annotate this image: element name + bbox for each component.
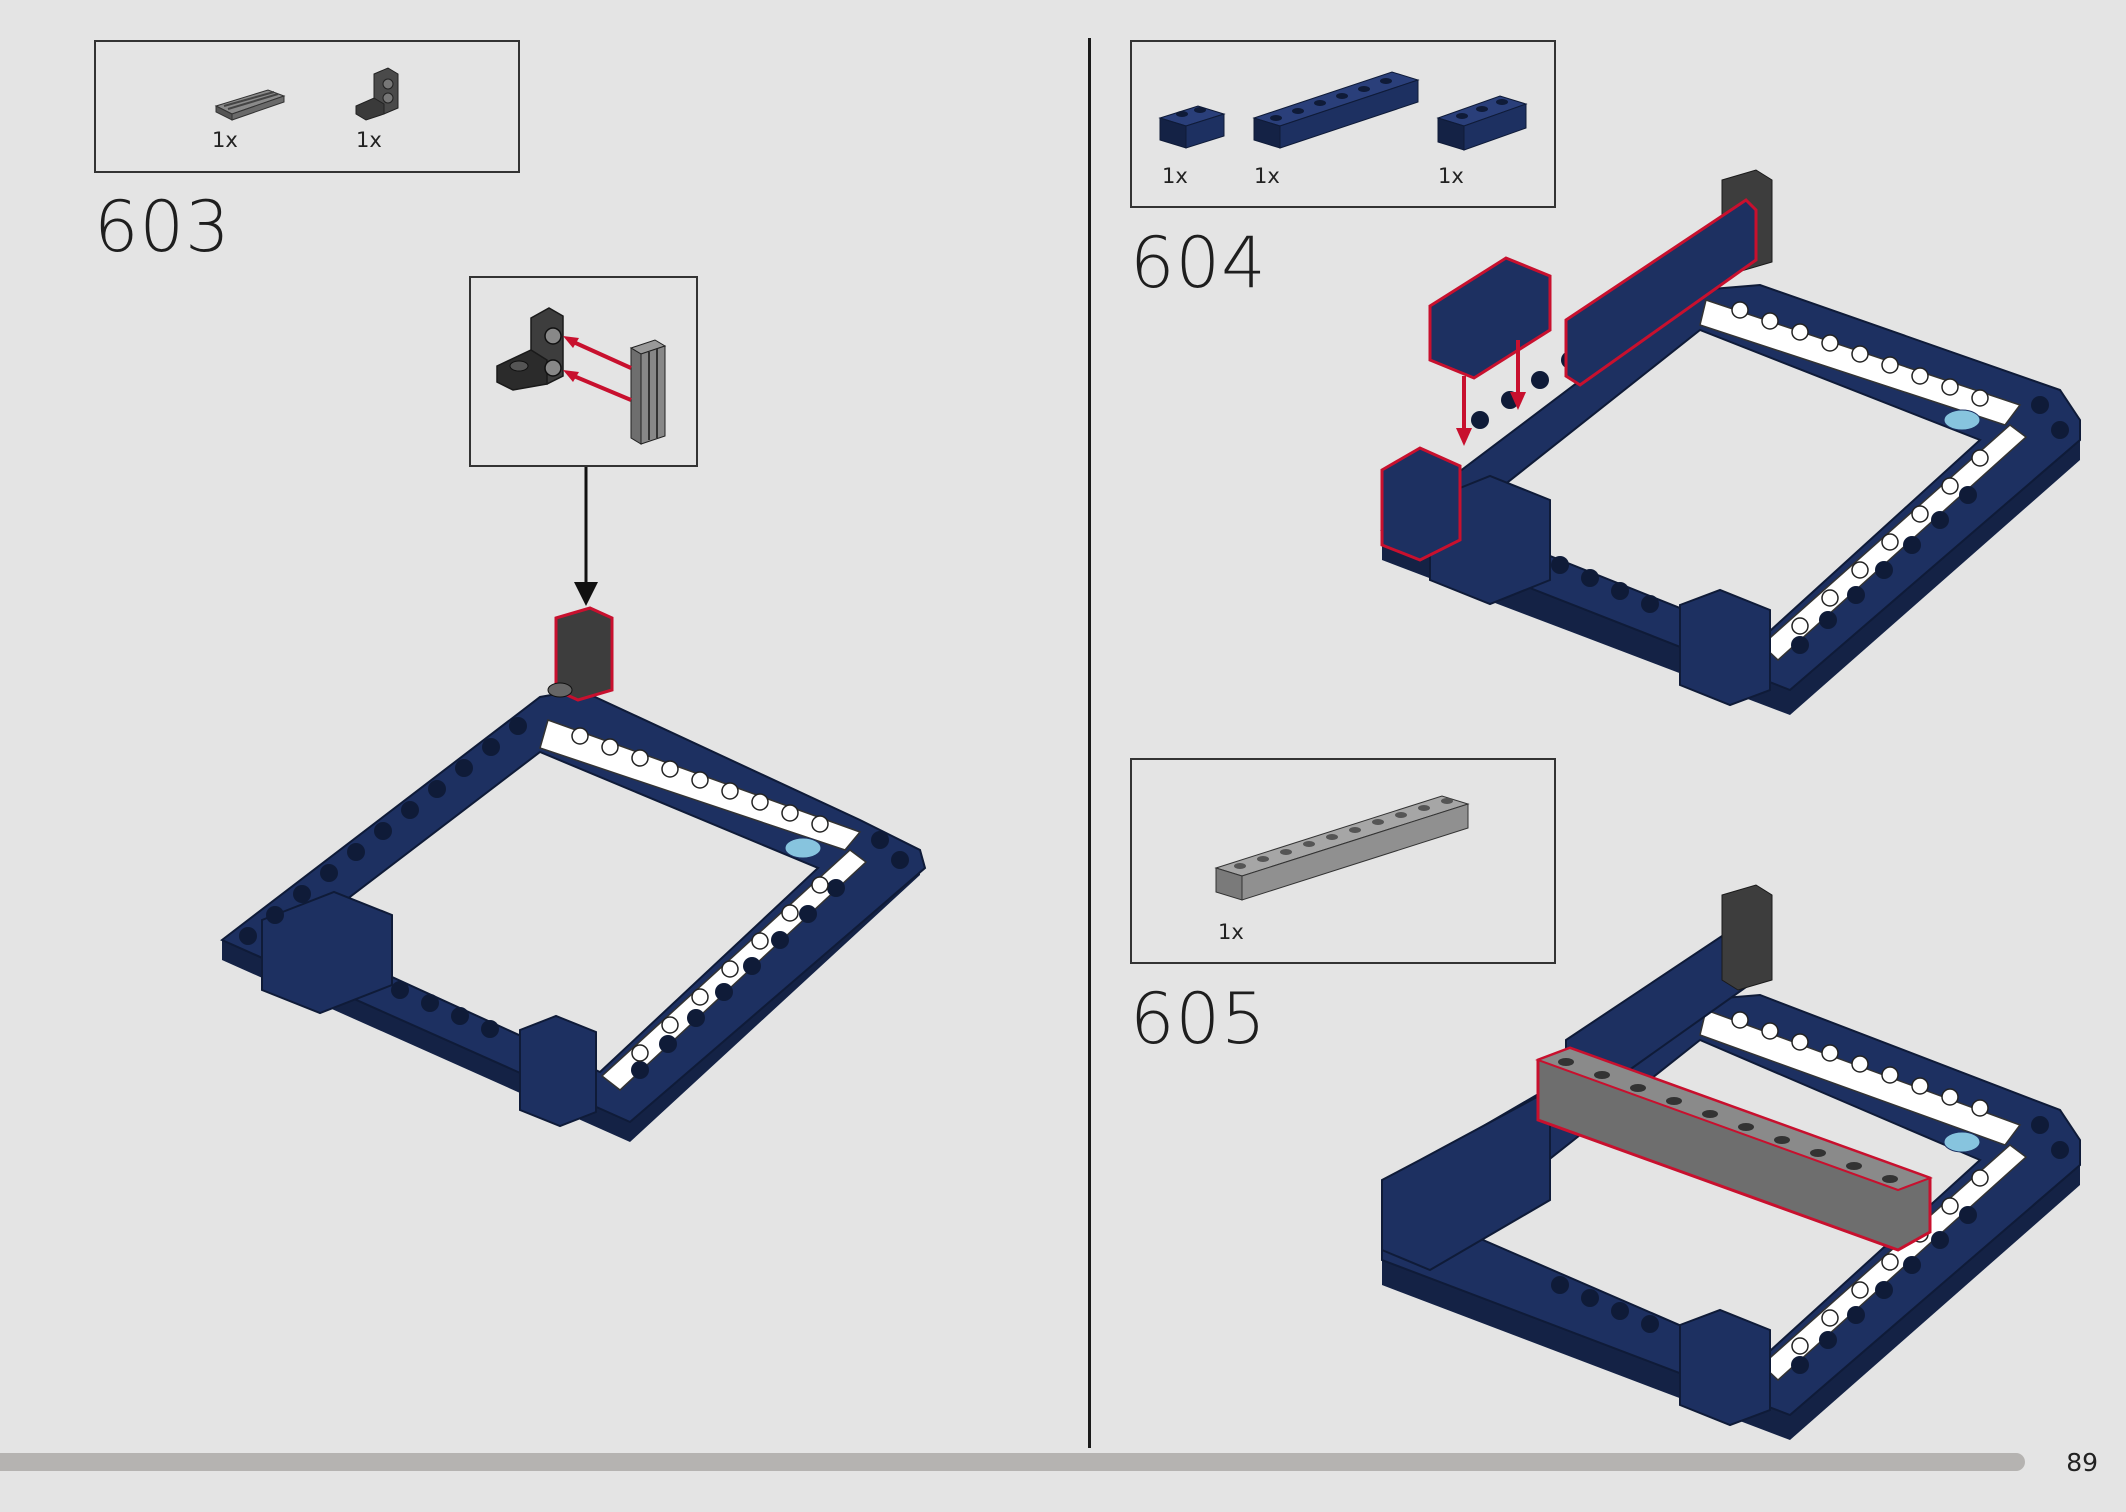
part-qty: 1x: [356, 128, 382, 152]
part-qty: 1x: [212, 128, 238, 152]
parts-callout-604: 1x 1x 1x: [1130, 40, 1556, 208]
progress-bar: [0, 1453, 2025, 1471]
part-qty: 1x: [1438, 164, 1464, 188]
step-number-604: 604: [1130, 222, 1267, 304]
parts-callout-605: 1x: [1130, 758, 1556, 964]
parts-callout-603: 1x 1x: [94, 40, 520, 173]
angle-bracket-icon: [355, 67, 399, 121]
step-number-605: 605: [1130, 978, 1267, 1060]
part-qty: 1x: [1254, 164, 1280, 188]
brick-1x10-gray-icon: [1214, 795, 1470, 901]
brick-1x2-dark-blue-icon: [1158, 105, 1226, 149]
brick-1x3-dark-blue-icon: [1436, 95, 1528, 151]
step-number-603: 603: [94, 186, 231, 268]
page-number: 89: [2066, 1448, 2098, 1477]
part-qty: 1x: [1218, 920, 1244, 944]
grille-plate-icon: [214, 89, 286, 121]
page-divider: [1088, 38, 1091, 1448]
part-qty: 1x: [1162, 164, 1188, 188]
subassembly-callout: [469, 276, 698, 467]
brick-1x6-dark-blue-icon: [1252, 71, 1420, 149]
subassembly-diagram: [496, 307, 667, 445]
